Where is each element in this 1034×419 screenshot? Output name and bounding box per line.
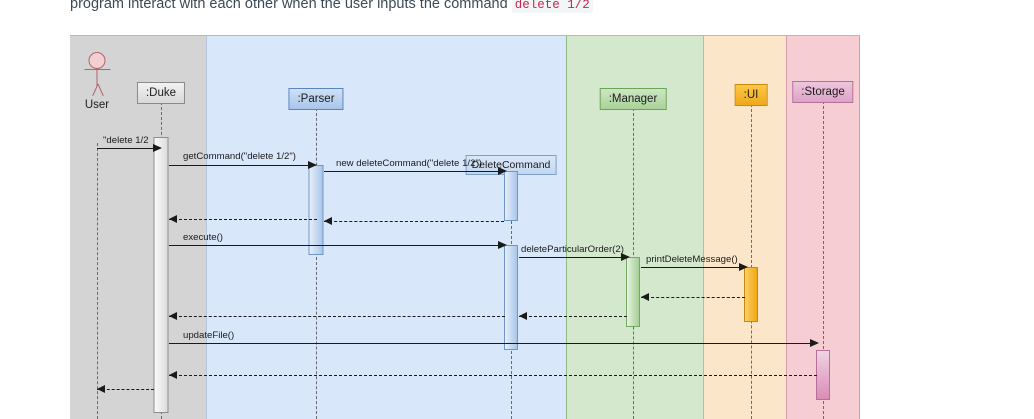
- band-separator: [206, 35, 207, 419]
- participant-duke[interactable]: :Duke: [136, 82, 186, 104]
- actor-label: User: [84, 99, 110, 111]
- message-line-updatefile: [169, 343, 817, 344]
- activation-parser: [308, 165, 324, 255]
- sequence-diagram: User :Duke :Parser DeleteCommand :Manage…: [70, 35, 860, 419]
- arrowhead-icon: [739, 263, 748, 271]
- message-line-newdeletecommand: [324, 171, 504, 172]
- activation-storage: [816, 350, 830, 400]
- band-separator: [566, 35, 567, 419]
- arrowhead-icon: [169, 215, 177, 223]
- message-line-return-ui-manager: [641, 297, 745, 298]
- message-label-delete: "delete 1/2: [103, 135, 149, 146]
- participant-ui[interactable]: :UI: [734, 84, 768, 106]
- message-label-updatefile: updateFile(): [183, 330, 235, 341]
- message-label-getcommand: getCommand("delete 1/2"): [183, 151, 296, 162]
- message-line-return-manager-deletecommand: [519, 316, 627, 317]
- parser-band: [206, 35, 566, 419]
- activation-deletecommand-execute: [504, 245, 518, 350]
- band-separator: [786, 35, 787, 419]
- message-line-return-storage-duke: [169, 375, 817, 376]
- arrowhead-icon: [153, 144, 162, 152]
- message-line-return-duke-user: [97, 389, 154, 390]
- message-line-printdeletemessage: [641, 267, 745, 268]
- message-line-deleteparticularorder: [519, 257, 627, 258]
- actor-head-icon: [88, 52, 106, 69]
- message-label-newdeletecommand: new deleteCommand("delete 1/2"): [336, 158, 483, 169]
- caption-code-command: delete 1/2: [511, 0, 593, 13]
- band-separator: [859, 35, 860, 419]
- activation-ui: [744, 267, 758, 322]
- activation-deletecommand-create: [504, 171, 518, 221]
- arrowhead-icon: [97, 385, 105, 393]
- diagram-top-border: [70, 35, 860, 36]
- actor-arms-icon: [84, 69, 110, 70]
- arrowhead-icon: [498, 167, 507, 175]
- band-separator: [703, 35, 704, 419]
- message-line-return-deletecommand-duke: [169, 316, 505, 317]
- arrowhead-icon: [621, 253, 630, 261]
- message-line-getcommand: [169, 165, 309, 166]
- arrowhead-icon: [519, 312, 527, 320]
- figure-caption: program interact with each other when th…: [70, 0, 850, 15]
- message-label-printdeletemessage: printDeleteMessage(): [646, 254, 738, 265]
- arrowhead-icon: [324, 217, 332, 225]
- arrowhead-icon: [308, 161, 317, 169]
- message-line-execute: [169, 245, 505, 246]
- arrowhead-icon: [810, 339, 819, 347]
- lifeline-parser: [316, 108, 317, 419]
- lifeline-ui: [751, 104, 752, 419]
- arrowhead-icon: [169, 371, 177, 379]
- participant-storage[interactable]: :Storage: [792, 81, 854, 103]
- message-label-deleteparticularorder: deleteParticularOrder(2): [521, 244, 624, 255]
- lifeline-user: [97, 143, 98, 419]
- participant-manager[interactable]: :Manager: [599, 88, 667, 110]
- activation-manager: [626, 257, 640, 327]
- caption-text: program interact with each other when th…: [70, 0, 512, 12]
- lifeline-storage: [823, 101, 824, 419]
- message-label-execute: execute(): [183, 232, 223, 243]
- message-line-delete: [97, 148, 154, 149]
- actor-body-icon: [96, 69, 98, 86]
- arrowhead-icon: [641, 293, 649, 301]
- message-line-return-deletecommand-parser: [324, 221, 504, 222]
- participant-parser[interactable]: :Parser: [288, 88, 344, 110]
- arrowhead-icon: [169, 312, 177, 320]
- arrowhead-icon: [498, 241, 507, 249]
- actor-user: User: [84, 52, 110, 111]
- message-line-return-parser-duke: [169, 219, 317, 220]
- activation-duke: [153, 137, 169, 413]
